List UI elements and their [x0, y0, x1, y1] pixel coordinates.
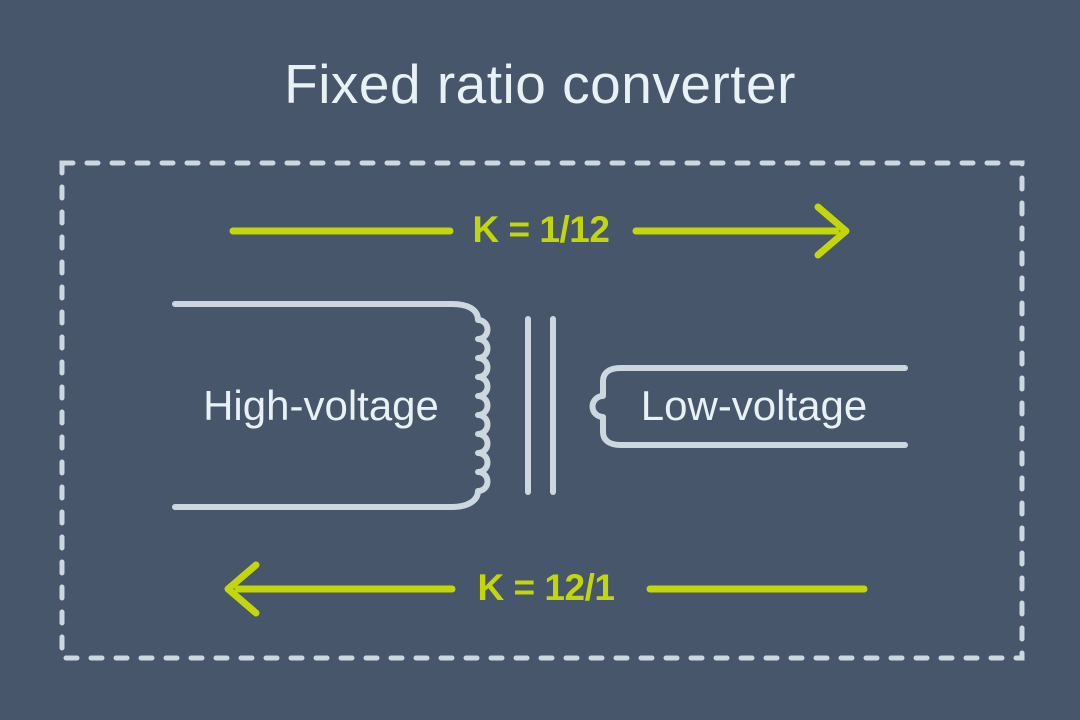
dashed-border — [59, 160, 1025, 661]
top-arrow-label: K = 1/12 — [472, 209, 610, 250]
bottom-arrow-label: K = 12/1 — [477, 567, 615, 608]
high-voltage-winding — [172, 301, 491, 510]
page-title: Fixed ratio converter — [284, 53, 796, 115]
low-voltage-label: Low-voltage — [640, 382, 868, 429]
arrow-left-head-icon — [224, 561, 260, 617]
transformer-symbol — [172, 301, 908, 510]
low-voltage-winding — [589, 365, 908, 448]
arrow-right-head-icon — [814, 203, 850, 259]
bottom-arrow — [224, 561, 868, 617]
top-arrow — [229, 203, 850, 259]
high-voltage-label: High-voltage — [203, 382, 439, 429]
